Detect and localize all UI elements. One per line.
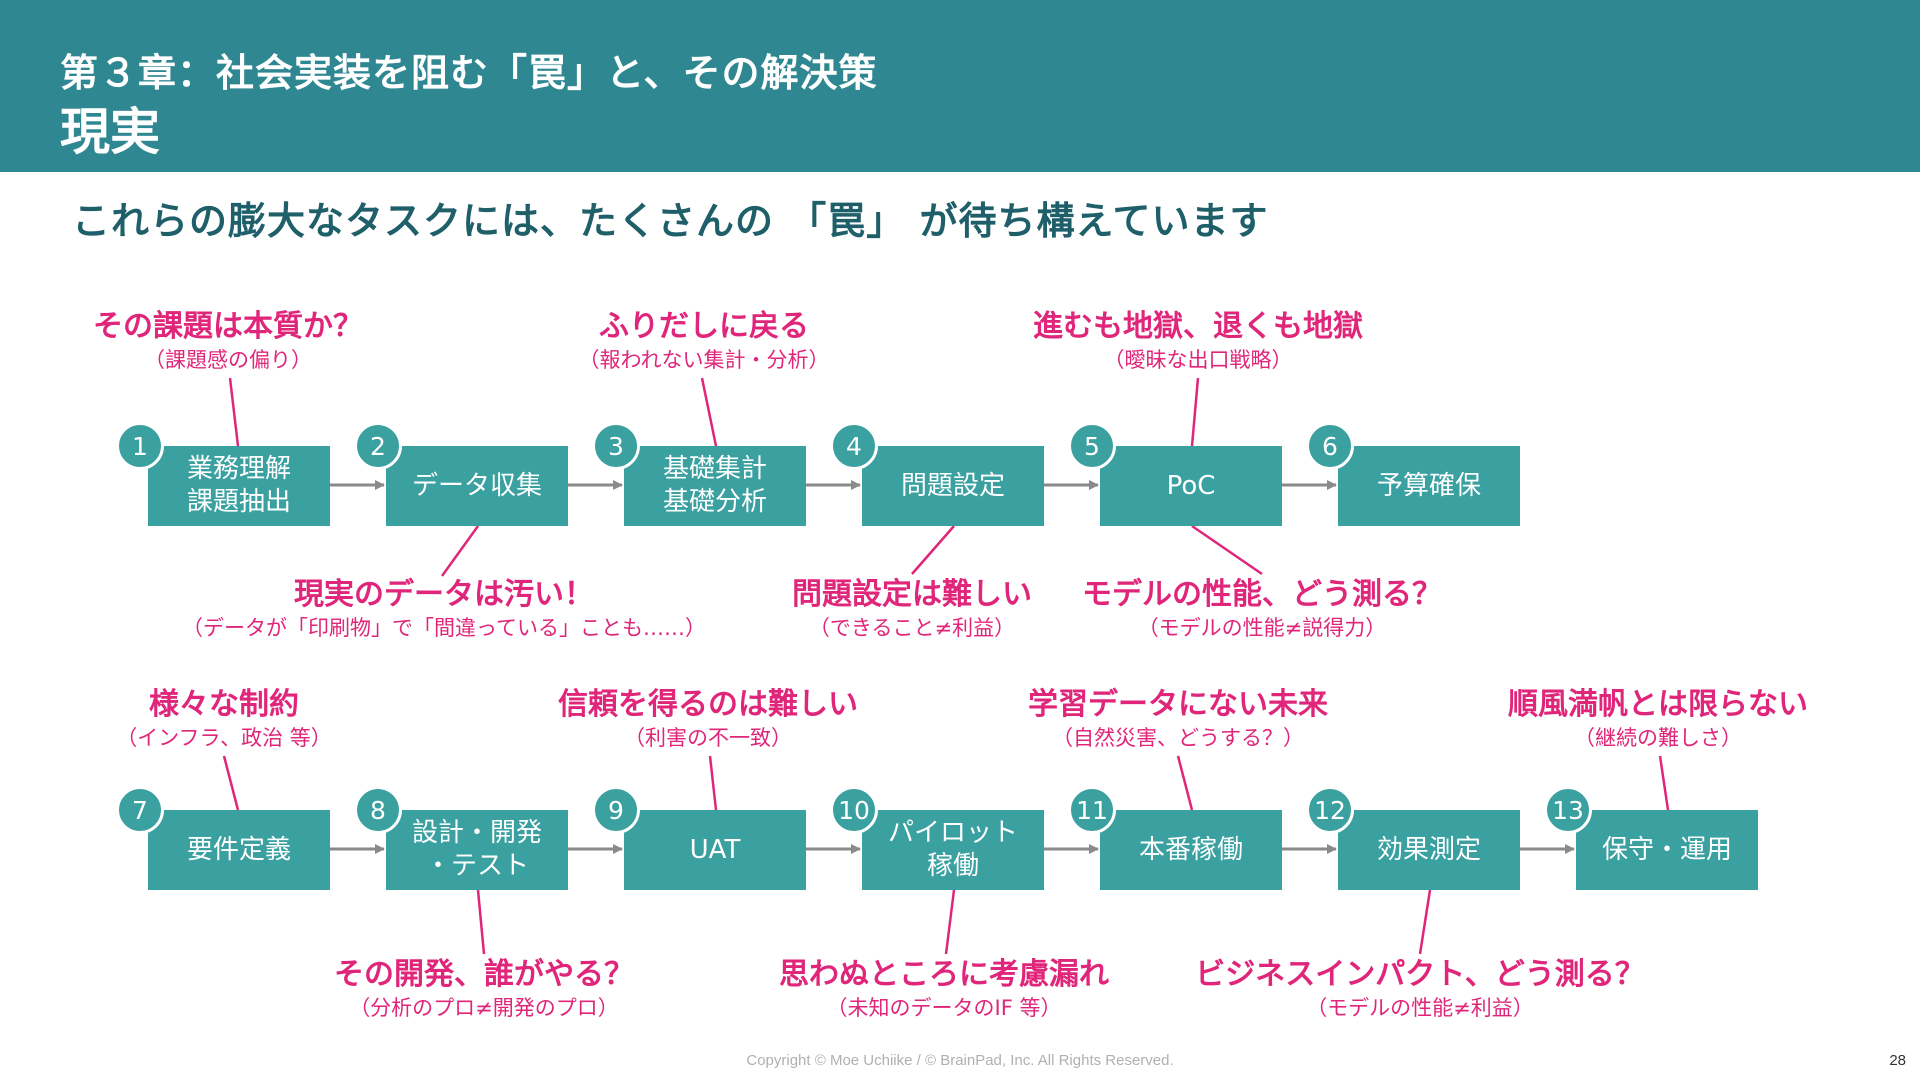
copyright-footer: Copyright © Moe Uchiike / © BrainPad, In… bbox=[746, 1052, 1174, 1069]
trap-callout: 進むも地獄、退くも地獄 （曖昧な出口戦略） bbox=[1033, 308, 1363, 374]
trap-callout: 様々な制約 （インフラ、政治 等） bbox=[116, 686, 332, 752]
step-box: 基礎集計 基礎分析 bbox=[624, 446, 806, 526]
step-number-badge: 2 bbox=[354, 422, 402, 470]
trap-callout: その開発、誰がやる？ （分析のプロ≠開発のプロ） bbox=[334, 956, 634, 1022]
trap-callout: その課題は本質か？ （課題感の偏り） bbox=[93, 308, 363, 374]
slide-subtitle: これらの膨大なタスクには、たくさんの 「罠」 が待ち構えています bbox=[72, 199, 1269, 243]
step-box: PoC bbox=[1100, 446, 1282, 526]
step-number-badge: 12 bbox=[1306, 786, 1354, 834]
trap-title: 信頼を得るのは難しい bbox=[558, 687, 858, 722]
trap-detail: （報われない集計・分析） bbox=[578, 348, 830, 372]
trap-callout: 問題設定は難しい （できること≠利益） bbox=[792, 576, 1032, 642]
trap-detail: （継続の難しさ） bbox=[1574, 726, 1742, 750]
trap-callout: ふりだしに戻る （報われない集計・分析） bbox=[579, 308, 830, 374]
trap-title: ふりだしに戻る bbox=[598, 309, 809, 344]
trap-pointer bbox=[222, 755, 240, 811]
trap-title: モデルの性能、どう測る？ bbox=[1082, 577, 1442, 612]
step-box: 業務理解 課題抽出 bbox=[148, 446, 330, 526]
step-number-badge: 13 bbox=[1544, 786, 1592, 834]
step-box: データ収集 bbox=[386, 446, 568, 526]
trap-title: 様々な制約 bbox=[149, 687, 299, 722]
step-box: 予算確保 bbox=[1338, 446, 1520, 526]
step-number-badge: 10 bbox=[830, 786, 878, 834]
trap-pointer bbox=[700, 377, 718, 447]
trap-callout: モデルの性能、どう測る？ （モデルの性能≠説得力） bbox=[1082, 576, 1442, 642]
trap-pointer bbox=[1190, 377, 1200, 447]
trap-callout: 現実のデータは汚い！ （データが「印刷物」で「間違っている」ことも……） bbox=[182, 576, 706, 642]
trap-title: 現実のデータは汚い！ bbox=[293, 577, 594, 612]
step-number-badge: 8 bbox=[354, 786, 402, 834]
page-title: 現実 bbox=[60, 103, 160, 161]
trap-pointer bbox=[708, 755, 718, 811]
step-box: 保守・運用 bbox=[1576, 810, 1758, 890]
step-number-badge: 1 bbox=[116, 422, 164, 470]
trap-callout: 学習データにない未来 （自然災害、どうする？） bbox=[1028, 686, 1328, 752]
trap-title: その課題は本質か？ bbox=[93, 309, 363, 344]
trap-title: 思わぬところに考慮漏れ bbox=[779, 957, 1109, 992]
step-number-badge: 9 bbox=[592, 786, 640, 834]
step-number-badge: 7 bbox=[116, 786, 164, 834]
step-number-badge: 4 bbox=[830, 422, 878, 470]
trap-pointer bbox=[911, 525, 955, 575]
trap-detail: （課題感の偏り） bbox=[144, 348, 312, 372]
trap-detail: （曖昧な出口戦略） bbox=[1103, 348, 1293, 372]
step-number-badge: 6 bbox=[1306, 422, 1354, 470]
trap-pointer bbox=[476, 889, 486, 955]
trap-callout: 信頼を得るのは難しい （利害の不一致） bbox=[558, 686, 858, 752]
trap-title: 順風満帆とは限らない bbox=[1508, 687, 1808, 722]
step-box: 要件定義 bbox=[148, 810, 330, 890]
step-box: 本番稼働 bbox=[1100, 810, 1282, 890]
trap-pointer bbox=[944, 889, 956, 955]
step-number-badge: 3 bbox=[592, 422, 640, 470]
trap-title: 学習データにない未来 bbox=[1028, 687, 1328, 722]
step-box: パイロット 稼働 bbox=[862, 810, 1044, 890]
page-number: 28 bbox=[1889, 1052, 1906, 1069]
trap-title: ビジネスインパクト、どう測る？ bbox=[1195, 957, 1645, 992]
trap-title: 問題設定は難しい bbox=[792, 577, 1032, 612]
trap-callout: ビジネスインパクト、どう測る？ （モデルの性能≠利益） bbox=[1195, 956, 1644, 1022]
trap-detail: （自然災害、どうする？） bbox=[1052, 726, 1304, 750]
step-number-badge: 5 bbox=[1068, 422, 1116, 470]
step-box: 効果測定 bbox=[1338, 810, 1520, 890]
trap-detail: （インフラ、政治 等） bbox=[116, 726, 332, 750]
trap-detail: （分析のプロ≠開発のプロ） bbox=[349, 996, 619, 1020]
trap-callout: 順風満帆とは限らない （継続の難しさ） bbox=[1508, 686, 1808, 752]
step-box: UAT bbox=[624, 810, 806, 890]
trap-detail: （未知のデータのIF 等） bbox=[826, 996, 1062, 1020]
trap-pointer bbox=[440, 525, 480, 577]
trap-pointer bbox=[1191, 524, 1263, 576]
trap-detail: （データが「印刷物」で「間違っている」ことも……） bbox=[182, 616, 706, 640]
trap-detail: （できること≠利益） bbox=[808, 616, 1016, 640]
step-number-badge: 11 bbox=[1068, 786, 1116, 834]
trap-detail: （モデルの性能≠説得力） bbox=[1137, 616, 1387, 640]
trap-pointer bbox=[1658, 755, 1670, 811]
trap-title: その開発、誰がやる？ bbox=[334, 957, 634, 992]
trap-pointer bbox=[1418, 889, 1432, 955]
trap-pointer bbox=[228, 377, 240, 447]
step-box: 設計・開発 ・テスト bbox=[386, 810, 568, 890]
trap-callout: 思わぬところに考慮漏れ （未知のデータのIF 等） bbox=[779, 956, 1109, 1022]
header-bar: 第３章：社会実装を阻む「罠」と、その解決策 現実 bbox=[0, 0, 1920, 172]
trap-detail: （利害の不一致） bbox=[624, 726, 792, 750]
trap-title: 進むも地獄、退くも地獄 bbox=[1033, 309, 1363, 344]
step-box: 問題設定 bbox=[862, 446, 1044, 526]
trap-pointer bbox=[1176, 755, 1194, 811]
trap-detail: （モデルの性能≠利益） bbox=[1306, 996, 1534, 1020]
chapter-title: 第３章：社会実装を阻む「罠」と、その解決策 bbox=[60, 51, 878, 95]
